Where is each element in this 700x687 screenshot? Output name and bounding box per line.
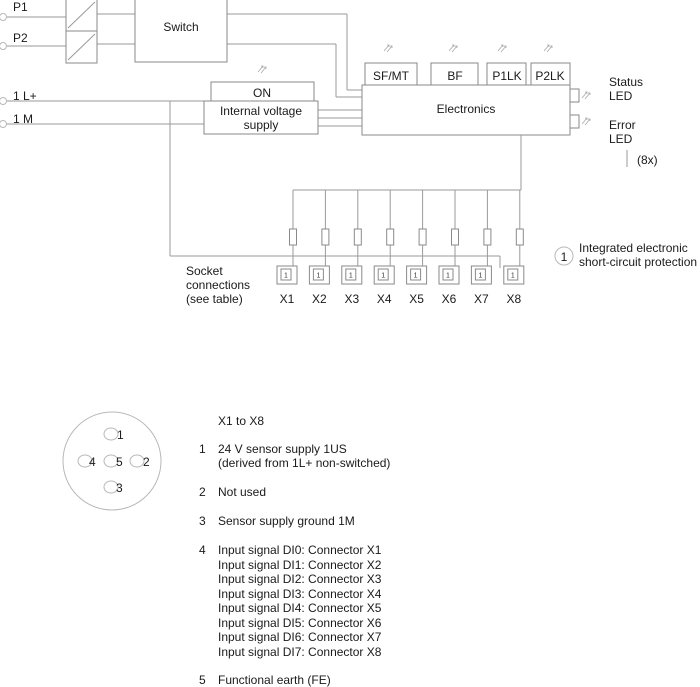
led-sf-label: SF/MT xyxy=(373,69,410,83)
supply-wiring xyxy=(7,100,501,268)
isolation-transformers xyxy=(65,0,98,64)
fuse-icon xyxy=(353,228,362,246)
protection-number: 1 xyxy=(561,250,568,264)
pin-3-label: 3 xyxy=(116,481,123,495)
pin-1-label: 1 xyxy=(117,428,124,442)
channel-x4: 1X4 xyxy=(373,190,395,306)
protection-marker-icon xyxy=(554,246,574,266)
bf-led-icon xyxy=(448,44,458,53)
led-bf-label: BF xyxy=(447,69,462,83)
output-bus xyxy=(293,135,522,191)
p2lk-led-icon xyxy=(543,44,553,53)
socket-protection-number: 1 xyxy=(478,273,482,280)
terminal-p1-icon xyxy=(0,13,7,21)
connector-face-icon: 1 4 5 2 3 xyxy=(62,411,162,511)
fuse-icon xyxy=(418,228,427,246)
protection-marker-icon xyxy=(507,268,519,281)
electronics-block: Electronics xyxy=(361,84,571,136)
socket-label-x5: X5 xyxy=(409,292,424,306)
status-led-label-2: LED xyxy=(609,89,633,103)
protection-legend: 1 Integrated electronic short-circuit pr… xyxy=(554,241,697,269)
socket-protection-number: 1 xyxy=(316,273,320,280)
sf-led-icon xyxy=(383,44,393,53)
p1lk-led-icon xyxy=(497,44,507,53)
channel-x3: 1X3 xyxy=(341,190,363,306)
internal-voltage-supply-block: ON Internal voltage supply xyxy=(203,65,319,135)
channel-x2: 1X2 xyxy=(308,190,330,306)
socket-label-line2: connections xyxy=(186,278,250,292)
socket-label-line3: (see table) xyxy=(186,292,243,306)
channel-x1: 1X1 xyxy=(276,190,298,306)
channel-x6: 1X6 xyxy=(438,190,460,306)
on-led-icon xyxy=(257,65,267,74)
channel-x7: 1X7 xyxy=(470,190,492,306)
terminal-p2-icon xyxy=(0,42,7,50)
multiplier-label: (8x) xyxy=(637,153,658,167)
fuse-icon xyxy=(515,228,524,246)
socket-label-x2: X2 xyxy=(312,292,327,306)
switch-block: Switch xyxy=(134,0,228,63)
electronics-label: Electronics xyxy=(437,102,496,116)
socket-label-x4: X4 xyxy=(377,292,392,306)
socket-label-x3: X3 xyxy=(344,292,359,306)
internal-voltage-label-2: supply xyxy=(244,118,279,132)
status-led-icon xyxy=(581,91,591,100)
socket-protection-number: 1 xyxy=(511,273,515,280)
fuse-icon xyxy=(386,228,395,246)
socket-protection-number: 1 xyxy=(284,273,288,280)
socket-protection-number: 1 xyxy=(446,273,450,280)
on-label: ON xyxy=(253,86,271,100)
socket-protection-number: 1 xyxy=(381,273,385,280)
internal-voltage-label: Internal voltage xyxy=(220,104,302,118)
socket-label-x8: X8 xyxy=(506,292,521,306)
protection-label-line2: short-circuit protection xyxy=(579,255,697,269)
socket-connections-label: Socket connections (see table) xyxy=(186,264,250,306)
input-l-plus-label: 1 L+ xyxy=(13,89,37,103)
socket-label-x6: X6 xyxy=(442,292,457,306)
socket-protection-number: 1 xyxy=(414,273,418,280)
fuse-icon xyxy=(289,228,297,246)
protection-marker-icon xyxy=(280,268,292,281)
pin-4-label: 4 xyxy=(89,455,96,469)
protection-marker-icon xyxy=(345,268,357,281)
channel-leds: Status LED Error LED (8x) xyxy=(569,75,658,167)
pin-5-label: 5 xyxy=(116,455,123,469)
terminal-m-icon xyxy=(0,120,7,128)
fuse-icon xyxy=(483,228,492,246)
protection-marker-icon xyxy=(312,268,324,281)
protection-marker-icon xyxy=(377,268,389,281)
socket-protection-number: 1 xyxy=(349,273,353,280)
socket-label-line1: Socket xyxy=(186,264,223,278)
switch-label: Switch xyxy=(163,20,198,34)
error-led-label: Error xyxy=(609,118,636,132)
led-p2lk-label: P2LK xyxy=(535,69,564,83)
socket-label-x7: X7 xyxy=(474,292,489,306)
protection-label-line1: Integrated electronic xyxy=(579,241,688,255)
fuse-icon xyxy=(321,228,330,246)
input-m-label: 1 M xyxy=(13,112,33,126)
status-led-label: Status xyxy=(609,75,643,89)
channel-x5: 1X5 xyxy=(406,190,428,306)
input-terminals: P1 P2 1 L+ 1 M xyxy=(0,0,37,128)
input-p2-label: P2 xyxy=(13,31,28,45)
error-led-label-2: LED xyxy=(609,132,633,146)
terminal-l-plus-icon xyxy=(0,97,7,105)
error-led-icon xyxy=(581,117,591,126)
fuse-icon xyxy=(451,228,459,246)
pin-2-label: 2 xyxy=(143,455,150,469)
status-led-row: SF/MT BF P1LK P2LK xyxy=(364,44,571,86)
protection-marker-icon xyxy=(410,268,422,281)
protection-marker-icon xyxy=(474,268,486,281)
channel-x8: 1X8 xyxy=(503,190,525,306)
socket-label-x1: X1 xyxy=(280,292,295,306)
protection-marker-icon xyxy=(442,268,454,281)
profinet-wiring xyxy=(7,13,362,98)
input-p1-label: P1 xyxy=(13,0,28,14)
led-p1lk-label: P1LK xyxy=(492,69,521,83)
